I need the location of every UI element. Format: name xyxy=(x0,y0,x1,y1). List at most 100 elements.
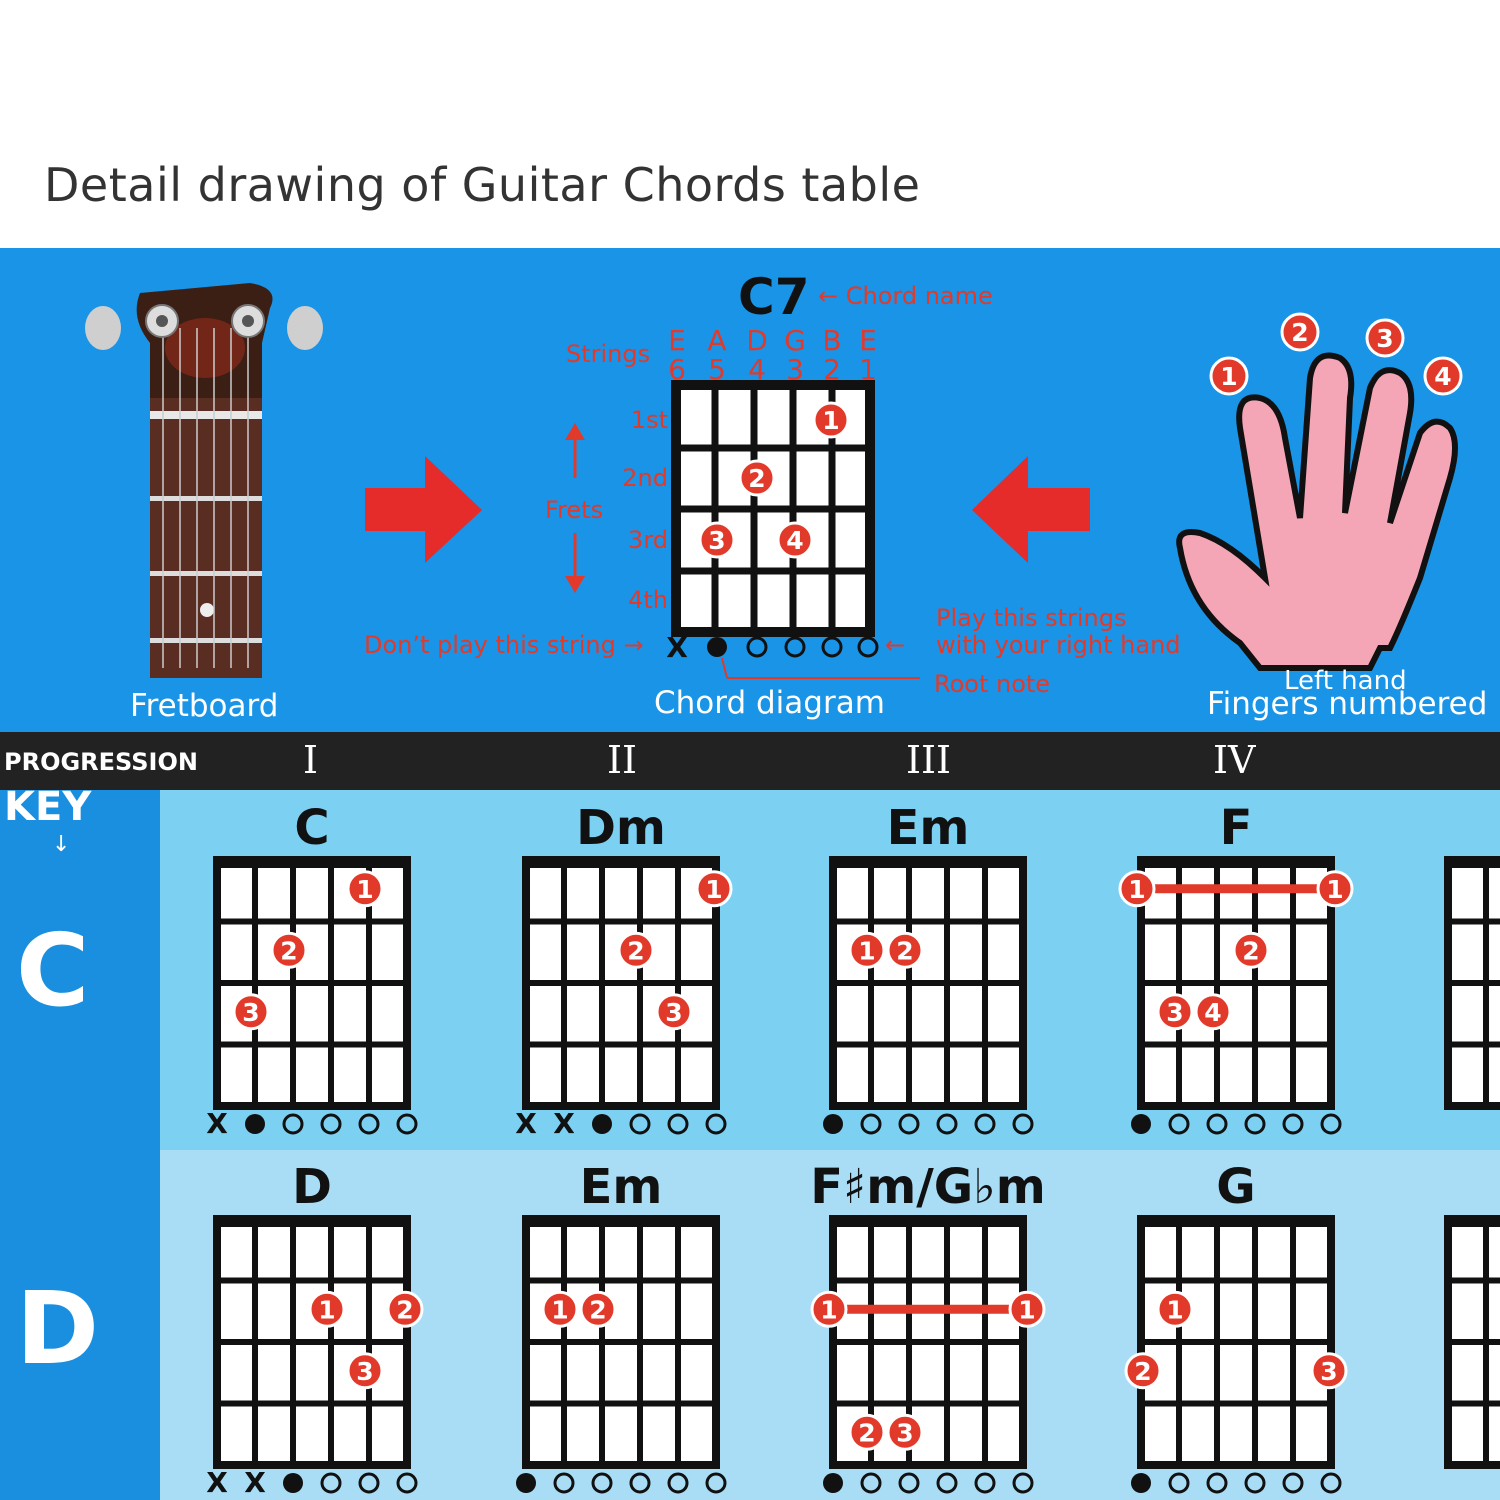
finger-dot xyxy=(1124,1352,1162,1390)
finger-dot-number: 1 xyxy=(1166,1295,1183,1324)
open-string-marker xyxy=(936,1113,958,1135)
finger-dot-number: 2 xyxy=(896,936,913,965)
open-string-marker xyxy=(860,1472,882,1494)
example-chord-name: C7 xyxy=(738,268,810,326)
play-arrow: ← xyxy=(885,631,906,659)
finger-dot xyxy=(1310,1352,1348,1390)
root-note-marker xyxy=(592,1114,612,1134)
open-string-marker xyxy=(974,1113,996,1135)
key-letter-d: D xyxy=(16,1270,100,1387)
string-number-3: 3 xyxy=(786,353,804,386)
finger-dot-number: 2 xyxy=(1242,936,1259,965)
finger-dot xyxy=(386,1290,424,1328)
finger-dot-number: 2 xyxy=(589,1295,606,1324)
mute-marker: X xyxy=(515,1107,537,1140)
open-string-marker xyxy=(358,1113,380,1135)
chord-name: G xyxy=(1216,1159,1255,1215)
example-finger-2 xyxy=(738,459,776,497)
mute-marker: X xyxy=(666,631,688,664)
hand-finger-1 xyxy=(1209,356,1249,396)
open-string-marker xyxy=(898,1472,920,1494)
hand-illustration xyxy=(1176,352,1458,671)
open-string-marker xyxy=(1206,1472,1228,1494)
finger-dot xyxy=(232,993,270,1031)
open-string-marker xyxy=(898,1113,920,1135)
finger-dot-number: 1 xyxy=(551,1295,568,1324)
dont-play-note: Don’t play this string → xyxy=(364,631,644,659)
finger-dot-number: 4 xyxy=(1204,998,1221,1027)
finger-dot xyxy=(541,1290,579,1328)
open-string-marker xyxy=(860,1113,882,1135)
progression-numeral-iv: IV xyxy=(1213,738,1256,782)
finger-dot-number: 3 xyxy=(242,998,259,1027)
example-finger-3 xyxy=(698,521,736,559)
chord-nut xyxy=(1137,1215,1335,1227)
progression-numeral-ii: II xyxy=(607,738,638,782)
chord-name: F♯m/G♭m xyxy=(810,1159,1046,1215)
fret-label-2: 3rd xyxy=(628,526,668,554)
chord-nut xyxy=(1137,856,1335,868)
open-string-marker xyxy=(857,636,879,658)
hand-finger-4-number: 4 xyxy=(1434,362,1451,391)
fret-label-3: 4th xyxy=(628,586,668,614)
open-string-marker xyxy=(1244,1113,1266,1135)
open-string-marker xyxy=(1168,1113,1190,1135)
root-note-marker xyxy=(823,1114,843,1134)
chord-nut xyxy=(213,856,411,868)
root-note-marker xyxy=(1131,1473,1151,1493)
open-string-marker xyxy=(1320,1113,1342,1135)
chord-name: D xyxy=(292,1159,332,1215)
mute-marker: X xyxy=(244,1466,266,1499)
open-string-marker xyxy=(821,636,843,658)
barre-dot-right-number: 1 xyxy=(1326,875,1343,904)
root-note-marker xyxy=(516,1473,536,1493)
root-note-marker xyxy=(823,1473,843,1493)
string-name-2: D xyxy=(746,324,768,357)
open-string-marker xyxy=(746,636,768,658)
hand-finger-3 xyxy=(1365,318,1405,358)
barre-dot-left xyxy=(1118,870,1156,908)
finger-dot-number: 1 xyxy=(318,1295,335,1324)
finger-dot xyxy=(1194,993,1232,1031)
finger-dot xyxy=(886,931,924,969)
chord-nut xyxy=(213,1215,411,1227)
barre-dot-right xyxy=(1008,1290,1046,1328)
barre-dot-right xyxy=(1316,870,1354,908)
finger-dot xyxy=(270,931,308,969)
root-note-marker xyxy=(1131,1114,1151,1134)
hand-finger-1-number: 1 xyxy=(1220,362,1237,391)
open-string-marker xyxy=(705,1472,727,1494)
finger-dot-number: 1 xyxy=(356,875,373,904)
key-label: KEY xyxy=(4,784,92,830)
open-string-marker xyxy=(974,1472,996,1494)
string-number-0: 6 xyxy=(668,353,686,386)
finger-dot-number: 1 xyxy=(858,936,875,965)
finger-dot-number: 2 xyxy=(858,1418,875,1447)
finger-dot-number: 3 xyxy=(665,998,682,1027)
string-number-5: 1 xyxy=(859,353,877,386)
open-string-marker xyxy=(784,636,806,658)
play-strings-note-2: with your right hand xyxy=(936,631,1181,659)
hand-finger-3-number: 3 xyxy=(1376,324,1393,353)
open-string-marker xyxy=(396,1113,418,1135)
chord-nut xyxy=(522,856,720,868)
open-string-marker xyxy=(667,1113,689,1135)
frets-label: Frets xyxy=(545,496,604,524)
example-finger-4 xyxy=(776,521,814,559)
example-finger-1 xyxy=(812,401,850,439)
finger-dot xyxy=(308,1290,346,1328)
finger-dot xyxy=(886,1413,924,1451)
chord-nut xyxy=(1444,856,1500,868)
finger-dot-number: 2 xyxy=(280,936,297,965)
chord-partial-D xyxy=(1444,1215,1500,1469)
chord-nut xyxy=(829,856,1027,868)
chord-nut xyxy=(1444,1215,1500,1227)
fret-label-1: 2nd xyxy=(622,464,668,492)
example-finger-1-number: 1 xyxy=(822,406,839,435)
hand-finger-2-number: 2 xyxy=(1291,318,1308,347)
